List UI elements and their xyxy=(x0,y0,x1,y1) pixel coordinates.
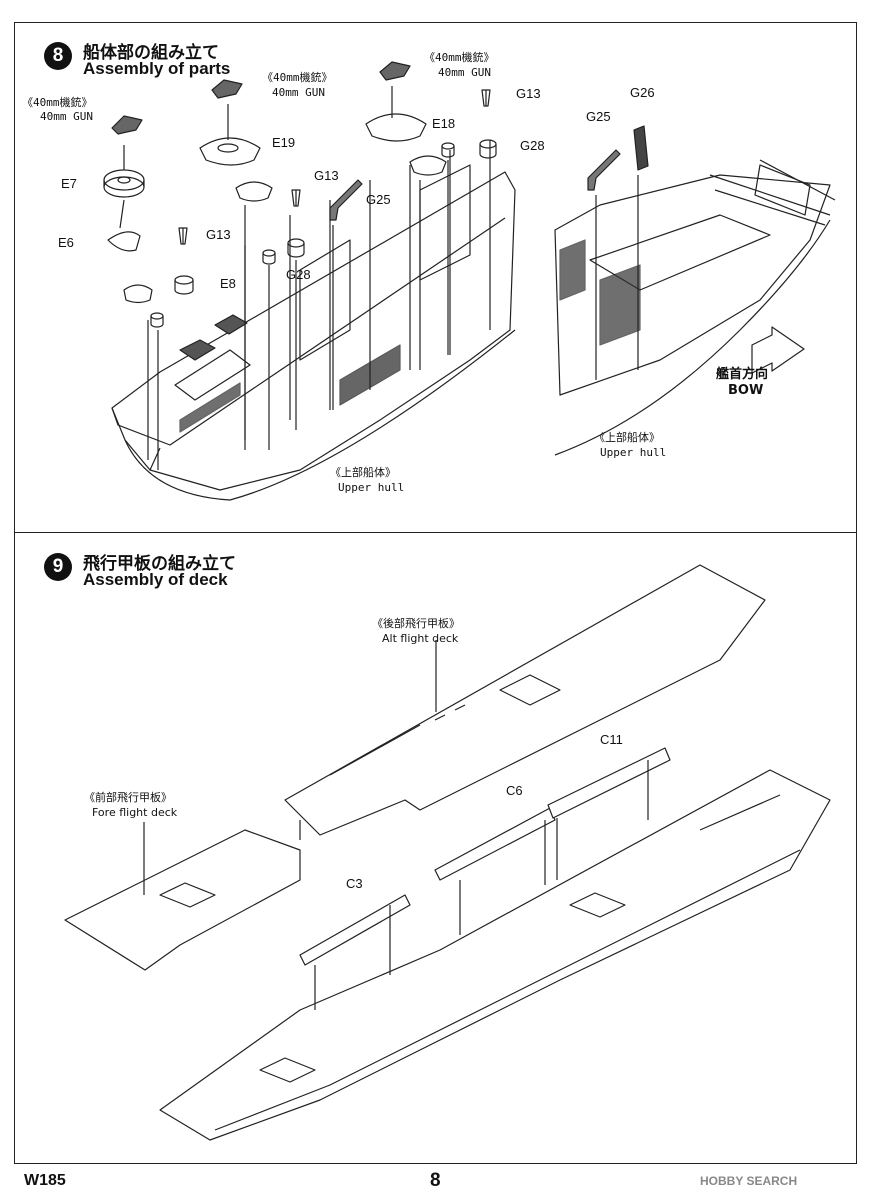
label-e8: E8 xyxy=(220,276,236,291)
bow-label-jp: 艦首方向 xyxy=(716,367,769,382)
step-8-title-jp: 船体部の組み立て xyxy=(83,43,219,63)
label-g13-c: G13 xyxy=(206,227,231,242)
aft-deck-label-jp: 《後部飛行甲板》 xyxy=(372,617,460,630)
label-c6: C6 xyxy=(506,783,523,798)
bow-label-en: BOW xyxy=(728,383,764,398)
label-e6: E6 xyxy=(58,235,74,250)
footer-code: W185 xyxy=(24,1172,66,1189)
upper-hull-right-en: Upper hull xyxy=(600,446,667,459)
deck-drawing xyxy=(64,564,831,1141)
upper-hull-left-en: Upper hull xyxy=(338,481,405,494)
label-g28-a: G28 xyxy=(520,138,545,153)
label-e18: E18 xyxy=(432,116,456,131)
gun-label-1-en: 40mm GUN xyxy=(40,110,93,123)
label-c11: C11 xyxy=(600,732,623,747)
gun-label-3-en: 40mm GUN xyxy=(438,66,491,79)
fore-deck-label-jp: 《前部飛行甲板》 xyxy=(84,791,172,804)
gun-label-1-jp: 《40mm機銃》 xyxy=(22,96,93,109)
watermark: HOBBY SEARCH xyxy=(700,1174,798,1188)
label-g13-b: G13 xyxy=(314,168,339,183)
label-c3: C3 xyxy=(346,876,363,891)
label-g26: G26 xyxy=(630,85,655,100)
step-9-title-jp: 飛行甲板の組み立て xyxy=(83,554,236,574)
label-e19: E19 xyxy=(272,135,296,150)
upper-hull-right-jp: 《上部船体》 xyxy=(594,431,660,444)
label-g25-b: G25 xyxy=(586,109,611,124)
upper-hull-right-drawing xyxy=(554,125,836,456)
upper-hull-left-jp: 《上部船体》 xyxy=(330,466,396,479)
gun-label-3-jp: 《40mm機銃》 xyxy=(424,51,495,64)
page-frame xyxy=(14,22,857,1164)
page-number: 8 xyxy=(430,1170,441,1191)
step-9-number: 9 xyxy=(44,553,72,581)
gun-label-2-en: 40mm GUN xyxy=(272,86,325,99)
label-e7: E7 xyxy=(61,176,77,191)
label-g25-a: G25 xyxy=(366,192,391,207)
step-divider xyxy=(14,532,857,533)
fore-deck-label-en: Fore flight deck xyxy=(92,806,178,819)
parts-step8 xyxy=(103,61,497,470)
step-8-number: 8 xyxy=(44,42,72,70)
gun-label-2-jp: 《40mm機銃》 xyxy=(262,71,333,84)
label-g28-b: G28 xyxy=(286,267,311,282)
label-g13-a: G13 xyxy=(516,86,541,101)
upper-hull-left-drawing xyxy=(111,140,516,501)
step-8-title-en: Assembly of parts xyxy=(83,59,231,78)
aft-deck-label-en: Alt flight deck xyxy=(382,632,459,645)
step-9-title-en: Assembly of deck xyxy=(83,570,228,589)
